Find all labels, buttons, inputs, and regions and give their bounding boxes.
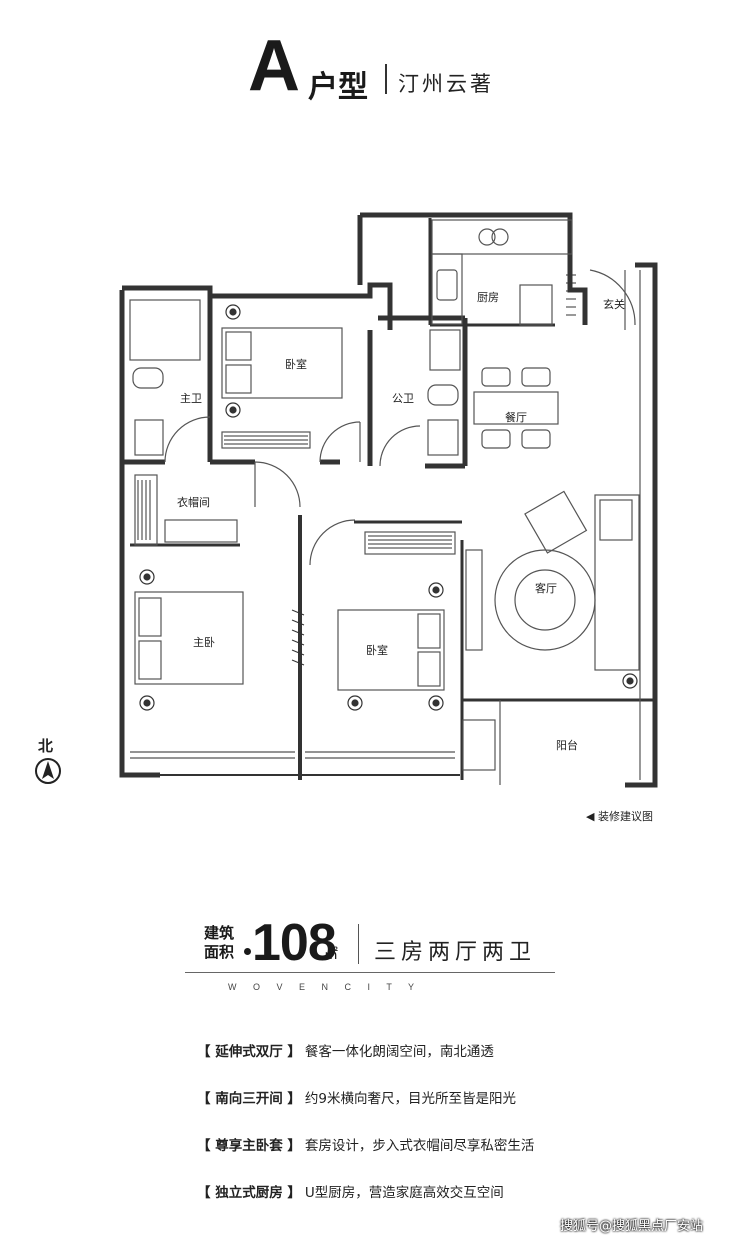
room-balcony: 阳台 <box>556 739 578 752</box>
feature-list: 【 延伸式双厅 】餐客一体化朗阔空间，南北通透 【 南向三开间 】约9米横向奢尺… <box>197 1040 534 1228</box>
area-unit: ㎡ <box>324 947 338 963</box>
room-bedroom-south: 卧室 <box>366 644 388 657</box>
brand-text: W O V E N C I T Y <box>228 982 422 992</box>
feature-desc: 套房设计，步入式衣帽间尽享私密生活 <box>304 1138 535 1154</box>
area-dot <box>244 948 251 955</box>
area-summary: 建筑 面积 108 ㎡ 三房两厅两卫 <box>204 914 604 978</box>
feature-tag: 【 尊享主卧套 】 <box>197 1138 301 1154</box>
wall-outer-east <box>625 262 658 788</box>
area-label-top: 建筑 <box>204 924 235 942</box>
room-entrance: 玄关 <box>603 298 625 311</box>
unit-type-label: 户型 <box>308 70 368 105</box>
feature-desc: 约9米横向奢尺，目光所至皆是阳光 <box>304 1091 516 1107</box>
divider-rule <box>185 972 555 973</box>
plan-title: A 户型 汀州云著 <box>248 26 548 106</box>
feature-tag: 【 南向三开间 】 <box>197 1091 301 1107</box>
room-dining: 餐厅 <box>505 411 527 424</box>
feature-item: 【 延伸式双厅 】餐客一体化朗阔空间，南北通透 <box>197 1040 534 1087</box>
feature-tag: 【 延伸式双厅 】 <box>197 1044 301 1060</box>
area-label-bottom: 面积 <box>204 943 235 961</box>
compass-icon <box>35 758 61 784</box>
layout-summary: 三房两厅两卫 <box>374 940 537 965</box>
room-bedroom-north: 卧室 <box>285 358 307 371</box>
feature-item: 【 尊享主卧套 】套房设计，步入式衣帽间尽享私密生活 <box>197 1134 534 1181</box>
wall-top-left <box>122 282 393 330</box>
wall-outer-kitchen <box>360 212 588 325</box>
room-public-bath: 公卫 <box>392 392 414 405</box>
room-living: 客厅 <box>535 582 557 595</box>
area-divider <box>358 924 359 964</box>
room-kitchen: 厨房 <box>477 291 499 304</box>
design-note-text: 装修建议图 <box>597 810 653 823</box>
area-value: 108 <box>252 914 337 972</box>
wall-outer <box>119 290 160 778</box>
watermark: 搜狐号@搜狐黑点厂安站 <box>560 1219 704 1234</box>
project-name: 汀州云著 <box>398 72 494 96</box>
title-divider <box>385 64 387 94</box>
north-label: 北 <box>38 737 54 755</box>
unit-letter: A <box>248 26 300 106</box>
room-master-bath: 主卫 <box>180 392 202 405</box>
feature-tag: 【 独立式厨房 】 <box>197 1185 301 1201</box>
feature-desc: U型厨房，营造家庭高效交互空间 <box>304 1185 504 1201</box>
feature-item: 【 独立式厨房 】U型厨房，营造家庭高效交互空间 <box>197 1181 534 1228</box>
feature-desc: 餐客一体化朗阔空间，南北通透 <box>304 1044 494 1060</box>
design-note: ◀ 装修建议图 <box>586 810 653 823</box>
room-cloakroom: 衣帽间 <box>177 496 210 509</box>
area-label: 建筑 面积 <box>204 924 234 962</box>
feature-item: 【 南向三开间 】约9米横向奢尺，目光所至皆是阳光 <box>197 1087 534 1134</box>
room-master-bedroom: 主卧 <box>193 636 215 649</box>
